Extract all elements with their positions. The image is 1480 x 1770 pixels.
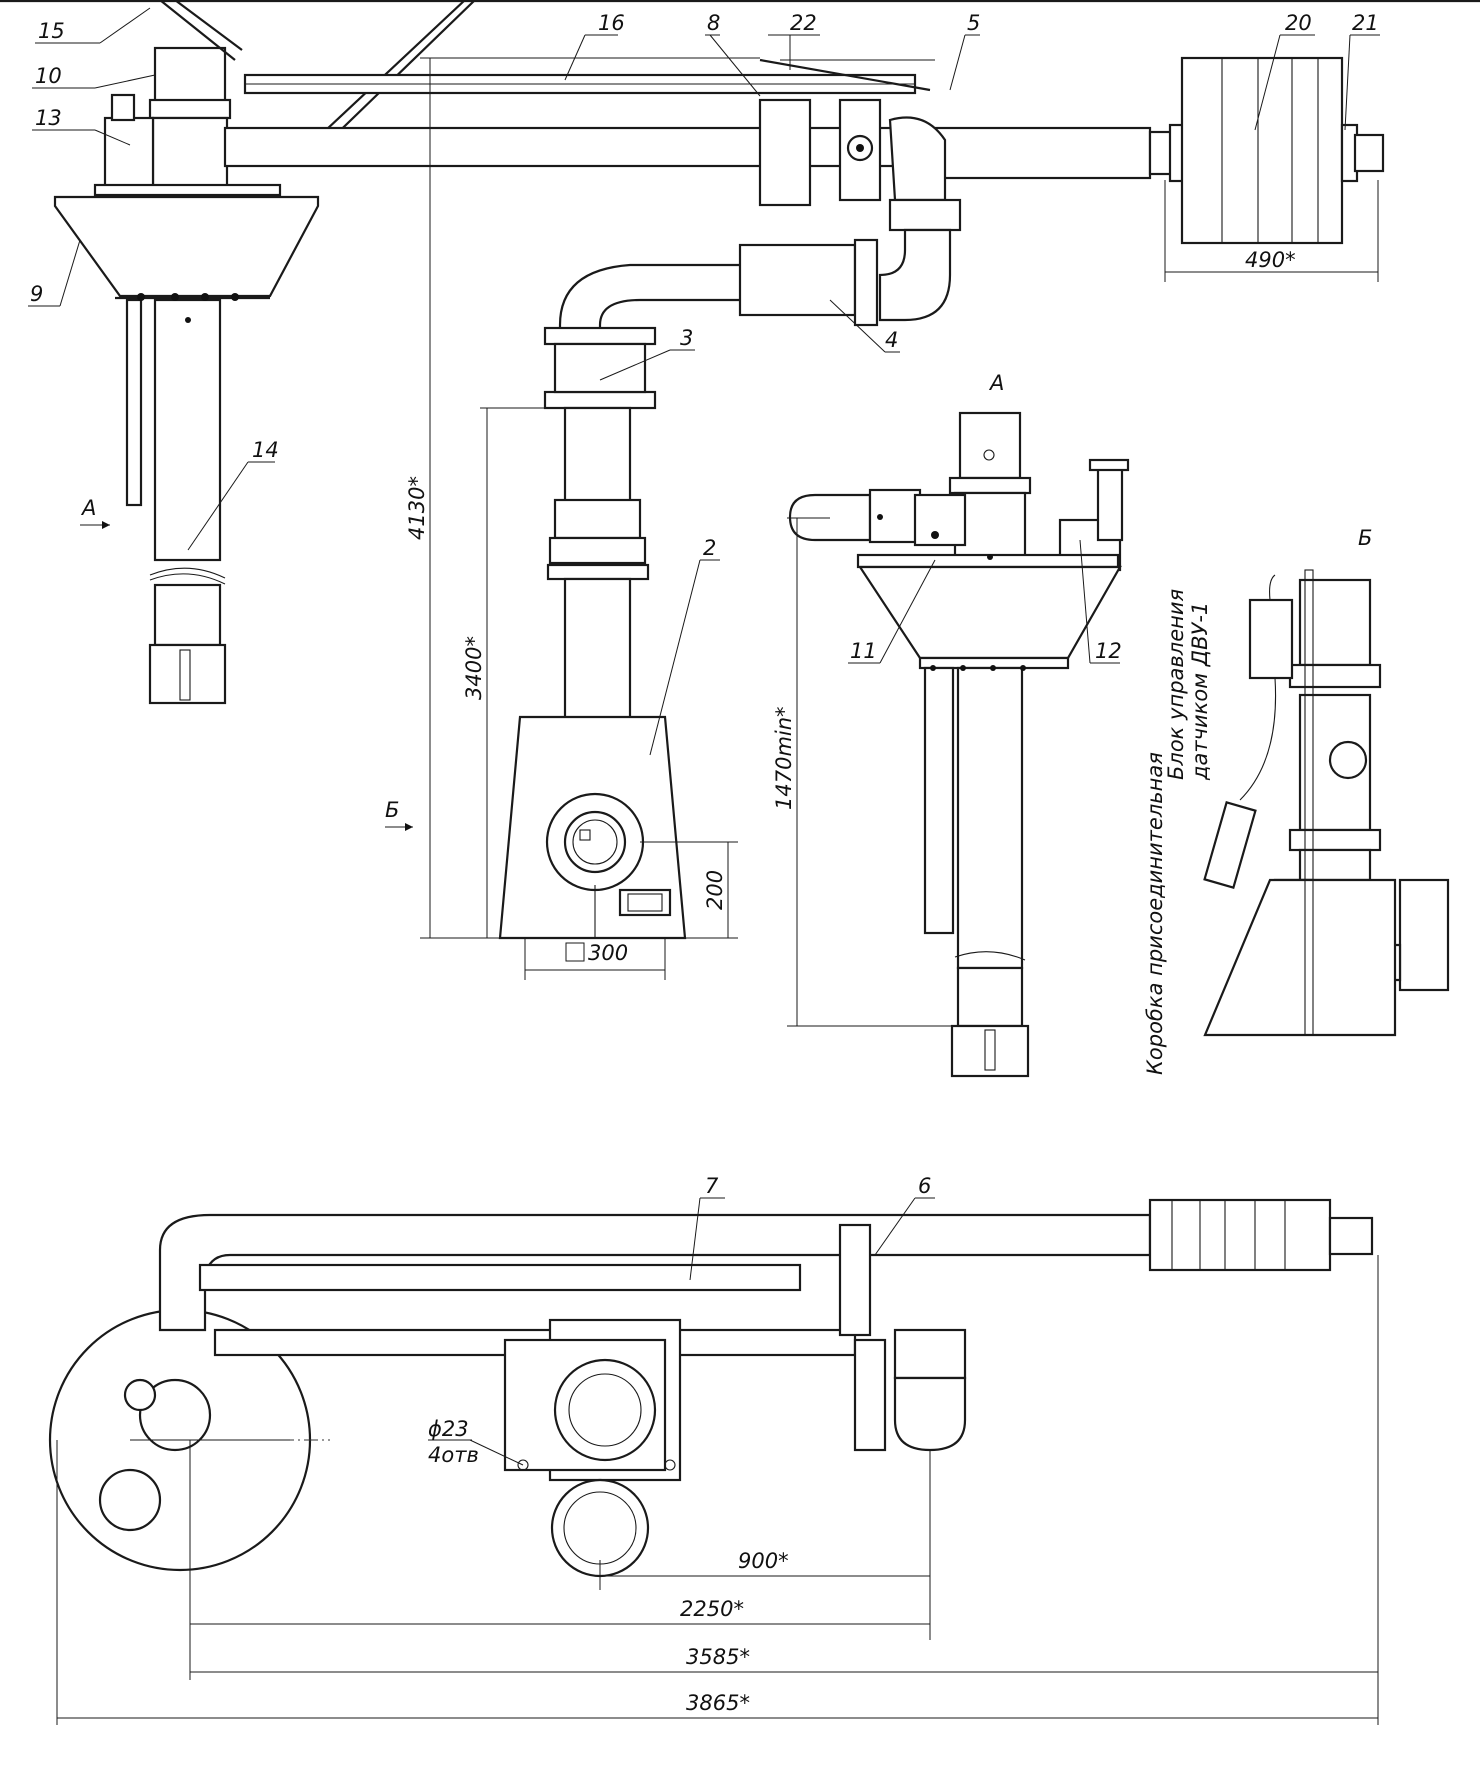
callout-labels: 15 10 13 9 14 16 8 22 5 20 21 3 4 2 11 1… <box>30 11 1379 1198</box>
dim-900: 900* <box>738 1549 789 1573</box>
plan-view-assembly <box>48 1198 1374 1578</box>
view-a-title: А <box>988 371 1004 395</box>
callout-leaders <box>28 7 1380 1281</box>
note-junction-box: Коробка присоединительная <box>1143 752 1167 1075</box>
callout-20: 20 <box>1285 11 1312 35</box>
note-control-block-line2: датчиком ДВУ-1 <box>1188 602 1212 781</box>
callout-12: 12 <box>1095 639 1122 663</box>
dim-hole-count: 4отв <box>428 1443 479 1467</box>
dimension-lines <box>56 57 1379 1725</box>
dim-hole-diameter: ϕ23 <box>428 1417 469 1441</box>
callout-2: 2 <box>703 536 716 560</box>
callout-6: 6 <box>918 1174 931 1198</box>
callout-5: 5 <box>967 11 980 35</box>
dim-200: 200 <box>703 870 727 910</box>
note-control-block-line1: Блок управления <box>1164 589 1188 780</box>
dimension-labels: 490* 4130* 3400* 200 300 1470min* 900* 2… <box>405 248 1296 1715</box>
callout-8: 8 <box>707 11 720 35</box>
dim-300: 300 <box>588 941 628 965</box>
callout-16: 16 <box>598 11 625 35</box>
callout-9: 9 <box>30 282 43 306</box>
view-a-arrow-letter: А <box>80 496 96 520</box>
callout-11: 11 <box>850 639 877 663</box>
dim-4130: 4130* <box>405 476 429 540</box>
dim-3400: 3400* <box>462 636 486 700</box>
callout-10: 10 <box>35 64 62 88</box>
dim-3865: 3865* <box>686 1691 750 1715</box>
view-b-notes: Блок управления датчиком ДВУ-1 Коробка п… <box>1143 589 1212 1075</box>
view-b-assembly <box>1203 569 1450 1037</box>
view-a-assembly <box>788 411 1130 1078</box>
view-arrows <box>80 521 413 831</box>
pedestal-base <box>498 715 687 940</box>
view-b-title: Б <box>1358 526 1372 550</box>
dim-490: 490* <box>1245 248 1296 272</box>
down-pipe <box>543 238 879 774</box>
callout-15: 15 <box>38 19 65 43</box>
view-letter-labels: А А Б Б <box>80 371 1372 822</box>
callout-7: 7 <box>705 1174 719 1198</box>
callout-21: 21 <box>1352 11 1379 35</box>
callout-3: 3 <box>680 326 693 350</box>
callout-13: 13 <box>35 106 62 130</box>
left-column-assembly <box>53 0 917 705</box>
dim-3585: 3585* <box>686 1645 750 1669</box>
view-b-arrow-letter: Б <box>385 798 399 822</box>
callout-4: 4 <box>885 328 898 352</box>
swivel-joint <box>758 58 962 322</box>
callout-22: 22 <box>790 11 817 35</box>
dim-2250: 2250* <box>680 1597 744 1621</box>
dim-1470min: 1470min* <box>772 706 796 810</box>
callout-14: 14 <box>252 438 279 462</box>
